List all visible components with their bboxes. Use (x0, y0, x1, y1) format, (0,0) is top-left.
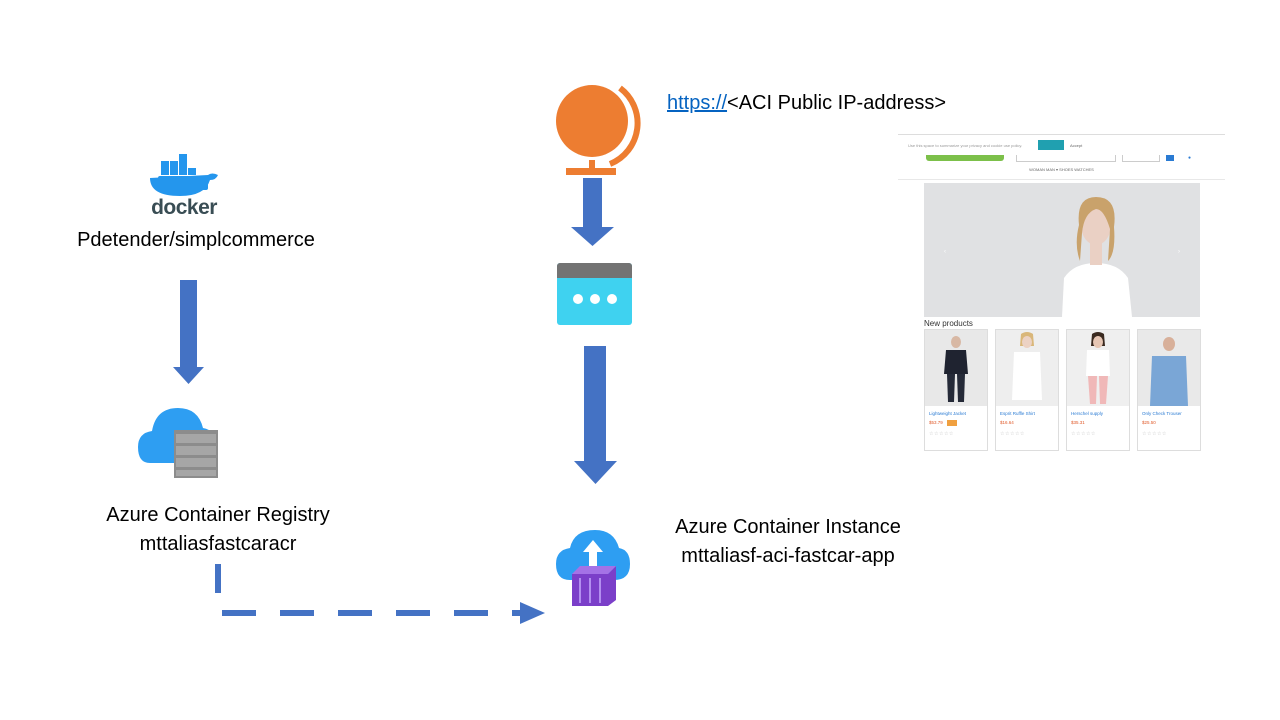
container-instance-icon (556, 530, 630, 606)
product-price: $35.31 (1071, 420, 1085, 425)
new-products-title: New products (924, 319, 973, 328)
product-price: $16.64 (1000, 420, 1014, 425)
product-rating: ☆☆☆☆☆ (1071, 431, 1096, 437)
product-name[interactable]: Lightweight Jacket (929, 411, 967, 416)
dashed-arrow-head (520, 602, 545, 624)
acr-to-aci-dashed-arrow (215, 564, 525, 616)
site-header: ● (898, 155, 1225, 180)
globe-icon (556, 85, 641, 175)
site-category-select[interactable] (1122, 155, 1160, 162)
product-card[interactable]: Esprit Ruffle Shirt $16.64 ☆☆☆☆☆ (995, 329, 1059, 451)
globe-to-browser-arrow (571, 178, 614, 246)
cookie-bar: Use this space to summarize your privacy… (898, 135, 1225, 155)
site-search-button[interactable] (1166, 155, 1174, 161)
url-scheme-link[interactable]: https:// (667, 92, 728, 114)
product-image (1067, 330, 1129, 406)
site-nav[interactable]: WOMAN MAN ▾ SHOES WATCHES (1029, 167, 1094, 172)
product-image (996, 330, 1058, 406)
cookie-accept-button[interactable]: Accept (1070, 143, 1083, 148)
svg-text:‹: ‹ (944, 249, 946, 255)
product-card[interactable]: Herschel supply $35.31 ☆☆☆☆☆ (1066, 329, 1130, 451)
cookie-learn-more-button[interactable] (1038, 140, 1064, 150)
docker-icon (150, 154, 218, 196)
docker-logo-text: docker (151, 196, 217, 219)
docker-to-acr-arrow (173, 280, 204, 384)
container-registry-icon (138, 408, 218, 478)
sale-badge (947, 420, 957, 426)
product-image (1138, 330, 1200, 406)
acr-title: Azure Container Registry (106, 504, 330, 526)
product-price: $53.79 (929, 420, 943, 425)
svg-text:›: › (1178, 249, 1180, 255)
product-name[interactable]: Only Check Trouser (1142, 411, 1182, 416)
site-search-input[interactable] (1016, 155, 1116, 162)
product-price: $25.50 (1142, 420, 1156, 425)
site-hero-banner: ‹ › (924, 183, 1200, 317)
product-name[interactable]: Herschel supply (1071, 411, 1104, 416)
aci-name: mttaliasf-aci-fastcar-app (681, 545, 895, 567)
product-image (925, 330, 987, 406)
hero-model-image: ‹ › (924, 183, 1200, 317)
aci-public-url: https://<ACI Public IP-address> (667, 92, 946, 115)
browser-window-icon (557, 263, 632, 325)
site-account-icon[interactable]: ● (1188, 155, 1192, 161)
site-logo (926, 155, 1004, 161)
browser-to-aci-arrow (574, 346, 617, 484)
aci-title: Azure Container Instance (675, 516, 901, 538)
docker-image-label: Pdetender/simplcommerce (77, 229, 315, 251)
cookie-text: Use this space to summarize your privacy… (908, 143, 1023, 148)
product-rating: ☆☆☆☆☆ (1000, 431, 1025, 437)
website-screenshot: Use this space to summarize your privacy… (898, 134, 1225, 453)
product-rating: ☆☆☆☆☆ (929, 431, 954, 437)
product-rating: ☆☆☆☆☆ (1142, 431, 1167, 437)
url-rest: <ACI Public IP-address> (727, 92, 947, 114)
product-name[interactable]: Esprit Ruffle Shirt (1000, 411, 1035, 416)
product-card[interactable]: Lightweight Jacket $53.79 ☆☆☆☆☆ (924, 329, 988, 451)
product-card[interactable]: Only Check Trouser $25.50 ☆☆☆☆☆ (1137, 329, 1201, 451)
acr-name: mttaliasfastcaracr (139, 533, 297, 555)
